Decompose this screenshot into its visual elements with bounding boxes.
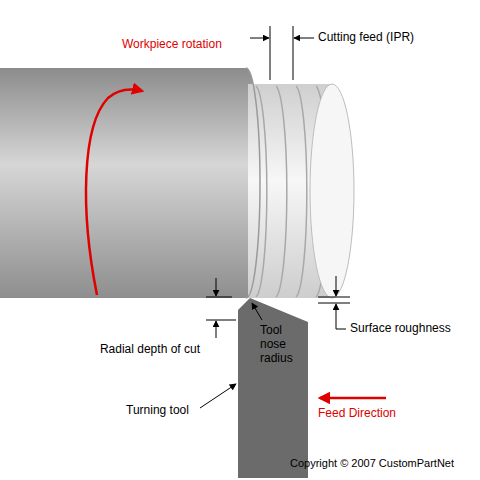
- groove-line: [256, 86, 267, 297]
- shoulder-edge: [246, 68, 260, 298]
- end-face: [310, 84, 354, 298]
- turning-tool: [238, 298, 308, 478]
- tool-label: Turning tool: [126, 404, 189, 418]
- groove-line: [296, 86, 307, 297]
- copyright-label: Copyright © 2007 CustomPartNet: [290, 457, 454, 470]
- depth-label: Radial depth of cut: [100, 343, 200, 357]
- rotation-label: Workpiece rotation: [122, 38, 222, 52]
- groove-line: [276, 86, 287, 297]
- cutting-feed-dimension: [250, 26, 314, 80]
- nose-radius-leader: [252, 303, 262, 320]
- surface-roughness-dimension: [318, 276, 350, 329]
- rotation-arrow: [86, 90, 142, 295]
- depth-of-cut-dimension: [206, 278, 236, 338]
- nose-radius-label: Tool nose radius: [260, 324, 304, 365]
- tool-leader: [200, 384, 236, 408]
- feed-arrow: [320, 397, 386, 400]
- feed-label: Cutting feed (IPR): [318, 31, 414, 45]
- roughness-label: Surface roughness: [350, 322, 451, 336]
- workpiece-body: [0, 68, 246, 298]
- feed-direction-label: Feed Direction: [318, 407, 396, 421]
